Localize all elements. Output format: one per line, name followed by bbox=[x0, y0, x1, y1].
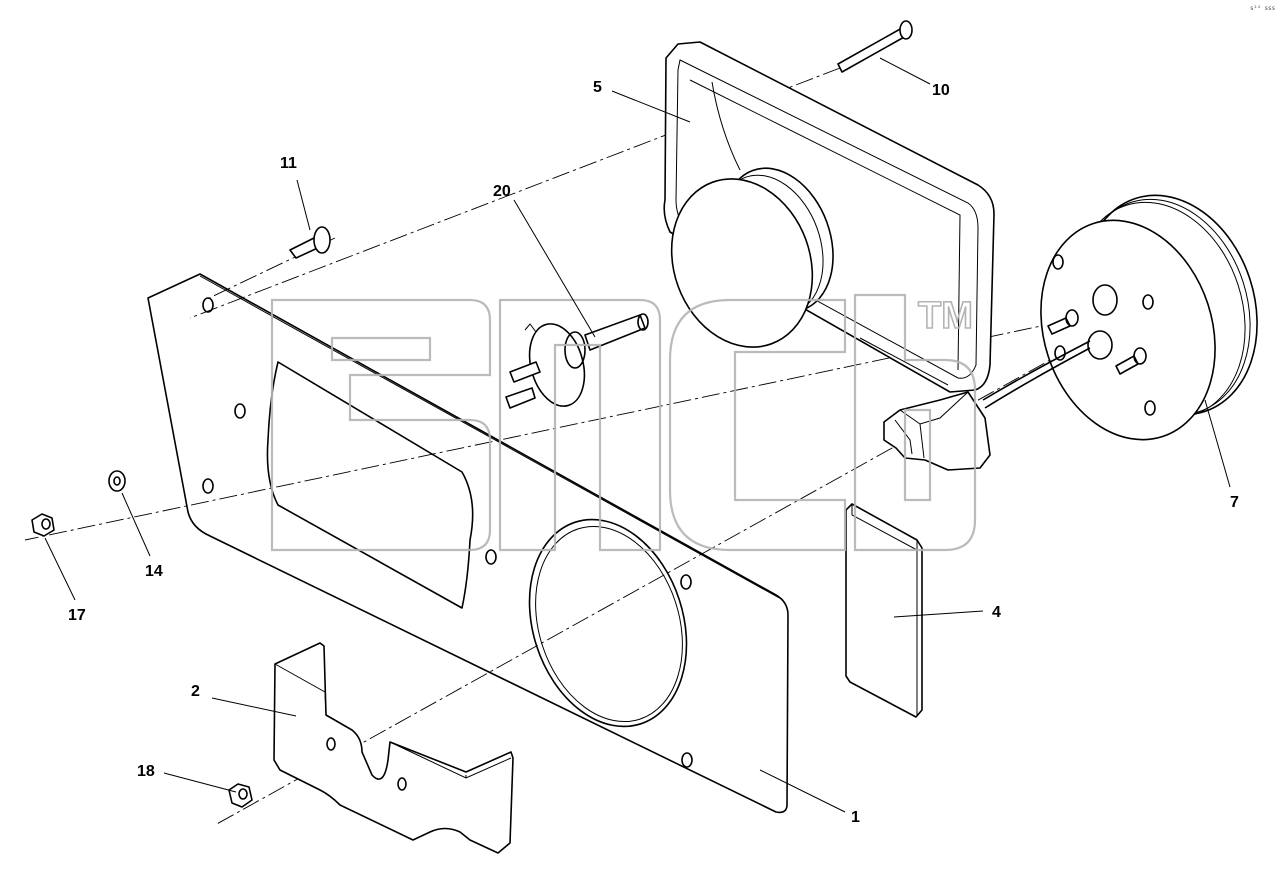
mounting-plate bbox=[147, 273, 789, 814]
nut-17 bbox=[31, 513, 55, 537]
callout-17: 17 bbox=[68, 607, 86, 624]
callout-5: 5 bbox=[593, 79, 602, 96]
watermark-trademark: TM bbox=[918, 295, 973, 337]
callout-11: 11 bbox=[280, 155, 297, 172]
callout-18: 18 bbox=[137, 763, 155, 780]
washer bbox=[108, 470, 126, 492]
leader-lines bbox=[44, 57, 1231, 813]
nut-18 bbox=[228, 783, 253, 808]
callout-4: 4 bbox=[992, 604, 1001, 621]
callout-1: 1 bbox=[851, 809, 860, 826]
long-bolt bbox=[837, 20, 913, 73]
callouts: 1 2 4 5 7 10 11 14 17 18 20 bbox=[68, 79, 1239, 826]
corner-code: s²² sss bbox=[1250, 5, 1276, 12]
bracket bbox=[273, 642, 514, 854]
callout-7: 7 bbox=[1230, 494, 1239, 511]
halogen-bulb bbox=[505, 313, 649, 409]
watermark: TM bbox=[270, 293, 977, 552]
callout-20: 20 bbox=[493, 183, 511, 200]
callout-14: 14 bbox=[145, 563, 163, 580]
callout-2: 2 bbox=[191, 683, 200, 700]
round-gauge bbox=[883, 194, 1258, 471]
short-bolt bbox=[289, 226, 331, 259]
callout-10: 10 bbox=[932, 82, 950, 99]
gasket-pad bbox=[845, 503, 923, 718]
headlamp-housing bbox=[663, 41, 995, 393]
